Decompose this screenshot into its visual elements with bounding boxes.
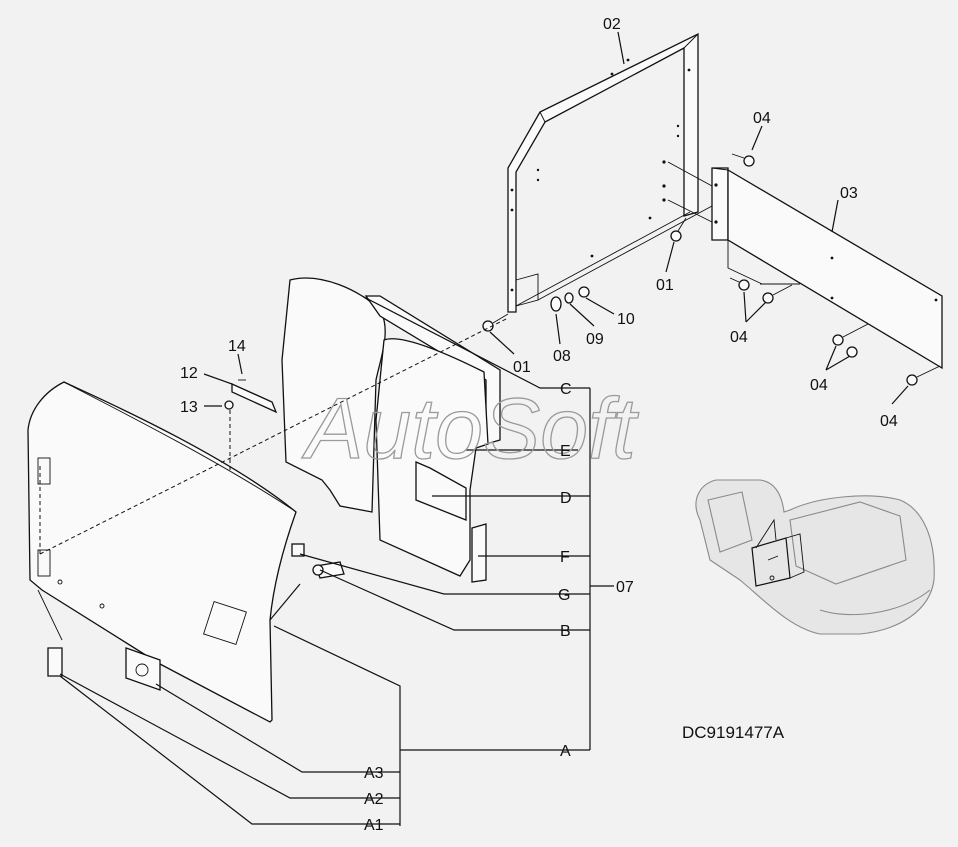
callout-08: 08 <box>553 348 571 365</box>
cover-plate-03 <box>667 161 943 370</box>
callout-A2: A2 <box>364 791 384 808</box>
callout-04-mid: 04 <box>730 329 748 346</box>
locator-excavator-thumbnail <box>695 479 935 635</box>
alignment-lines <box>39 317 509 556</box>
bolt-04-c <box>832 323 869 346</box>
bolt-04-d <box>846 346 858 358</box>
callout-02: 02 <box>603 16 621 33</box>
callout-04-right: 04 <box>880 413 898 430</box>
callout-A1: A1 <box>364 817 384 834</box>
callout-10: 10 <box>617 311 635 328</box>
washer-08 <box>550 296 562 312</box>
bolt-04-b <box>762 284 793 304</box>
frame-02 <box>507 32 713 313</box>
callout-14: 14 <box>228 338 246 355</box>
bolt-04-e <box>906 365 941 386</box>
callout-07: 07 <box>616 579 634 596</box>
callout-labels: 02 03 04 01 04 04 04 01 08 09 10 14 12 1… <box>180 16 898 834</box>
fasteners <box>482 153 941 386</box>
callout-D: D <box>560 490 572 507</box>
bolt-04-a <box>729 277 750 291</box>
callout-04-top: 04 <box>753 110 771 127</box>
callout-E: E <box>560 443 571 460</box>
callout-C: C <box>560 381 572 398</box>
insulation-pads <box>281 277 501 583</box>
callout-03: 03 <box>840 185 858 202</box>
callout-A3: A3 <box>364 765 384 782</box>
callout-12: 12 <box>180 365 198 382</box>
callout-09: 09 <box>586 331 604 348</box>
leader-lines <box>59 31 909 826</box>
washer-09 <box>564 292 574 304</box>
callout-G: G <box>558 587 570 604</box>
latch-hardware <box>224 379 345 579</box>
drawing-code: DC9191477A <box>682 723 785 742</box>
callout-A: A <box>560 743 571 760</box>
bolt-04-top <box>731 153 755 167</box>
door-panel-A <box>27 381 297 723</box>
bolt-01-left <box>482 313 509 332</box>
callout-13: 13 <box>180 399 198 416</box>
callout-04-lower: 04 <box>810 377 828 394</box>
bolt-01-right <box>670 217 687 242</box>
callout-B: B <box>560 623 571 640</box>
callout-F: F <box>560 549 570 566</box>
watermark: AutoSoft <box>301 381 639 477</box>
nut-10 <box>578 286 590 298</box>
callout-01-left: 01 <box>513 359 531 376</box>
callout-01-right: 01 <box>656 277 674 294</box>
